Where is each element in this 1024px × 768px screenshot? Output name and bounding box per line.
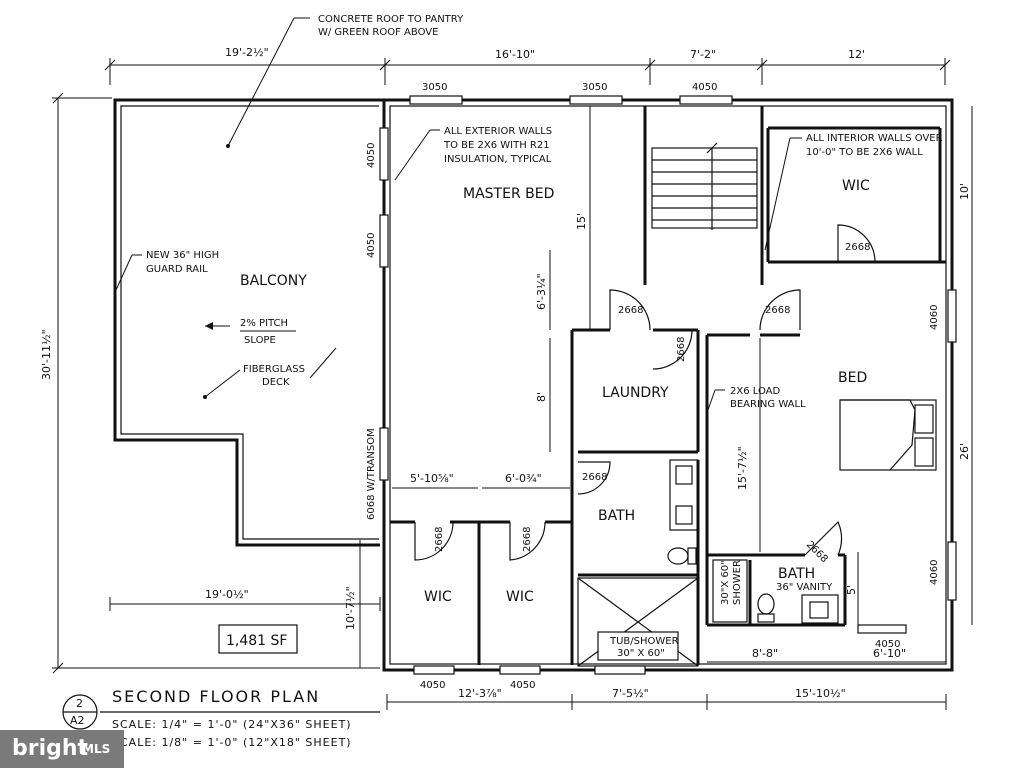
window-label: 4050 [420, 680, 445, 691]
dim-bot-3: 15'-10½" [795, 687, 846, 700]
window-label: 4050 [366, 233, 377, 258]
window-label: 3050 [422, 82, 447, 93]
room-master-bed: MASTER BED [463, 186, 554, 202]
dim-right-6: 6'-10" [873, 647, 906, 660]
dim-wic-w2: 6'-0¾" [505, 472, 542, 485]
note-pitch: 2% PITCH [240, 318, 288, 329]
room-wic-mid: WIC [506, 589, 534, 605]
balcony-outline [113, 98, 385, 547]
note-deck-1: FIBERGLASS [243, 364, 305, 375]
dim-top-3: 7'-2" [690, 48, 716, 61]
badge-top: 2 [76, 697, 83, 710]
window-label: 4050 [366, 143, 377, 168]
dim-balcony-bottom: 19'-0½" [205, 588, 249, 601]
scale-line-2: SCALE: 1/8" = 1'-0" (12"X18" SHEET) [112, 736, 352, 749]
dim-wic-w1: 5'-10⅝" [410, 472, 454, 485]
room-wic-top: WIC [842, 178, 870, 194]
dim-balcony-depth: 10'-7½" [344, 586, 357, 630]
tub-label-2: 30" X 60" [617, 648, 665, 659]
bath-vanity-label: 36" VANITY [776, 582, 833, 593]
dim-laundry-8: 8' [535, 392, 548, 402]
bath-sinks [667, 459, 699, 565]
transom-label: 6068 W/TRANSOM [366, 428, 377, 520]
windows [379, 95, 957, 675]
interior-walls [390, 106, 946, 665]
window-label: 4050 [510, 680, 535, 691]
shower-label-1: 30"X 60" [720, 560, 731, 605]
door-label: 2668 [522, 527, 533, 552]
note-int-2: 10'-0" TO BE 2X6 WALL [806, 147, 923, 158]
scale-line-1: SCALE: 1/4" = 1'-0" (24"X36" SHEET) [112, 718, 352, 731]
note-ext-2: TO BE 2X6 WITH R21 [443, 140, 550, 151]
window-label: 4050 [875, 639, 900, 650]
note-ext-3: INSULATION, TYPICAL [444, 154, 552, 165]
dim-hall-6: 6'-3¼" [535, 273, 548, 310]
room-wic-left: WIC [424, 589, 452, 605]
area-label: 1,481 SF [226, 633, 287, 649]
badge-bottom: A2 [70, 714, 85, 727]
note-load-2: BEARING WALL [730, 399, 806, 410]
exterior-walls [382, 98, 954, 672]
note-concrete-1: CONCRETE ROOF TO PANTRY [318, 14, 464, 25]
door-label: 2668 [845, 242, 870, 253]
dim-top-4: 12' [848, 48, 865, 61]
dim-wic-10: 10' [958, 183, 971, 200]
room-laundry: LAUNDRY [602, 385, 669, 401]
note-rail-1: NEW 36" HIGH [146, 250, 219, 261]
watermark-suffix: MLS [82, 742, 111, 756]
note-ext-1: ALL EXTERIOR WALLS [444, 126, 552, 137]
room-bed: BED [838, 370, 867, 386]
bed-furniture [839, 399, 937, 471]
note-load-1: 2X6 LOAD [730, 386, 781, 397]
room-bath-center: BATH [598, 508, 635, 524]
dim-left-total: 30'-11½" [40, 329, 53, 380]
left-dimension-line [52, 92, 380, 674]
dim-bath-8: 8'-8" [752, 647, 778, 660]
door-label: 2668 [434, 527, 445, 552]
dim-bed-26: 26' [958, 443, 971, 460]
plan-title: SECOND FLOOR PLAN [112, 687, 320, 706]
window-label: 3050 [582, 82, 607, 93]
window-label: 4060 [929, 560, 940, 585]
dim-bed-15: 15'-7½" [736, 446, 749, 490]
dim-top-2: 16'-10" [495, 48, 535, 61]
dim-bot-2: 7'-5½" [612, 687, 649, 700]
mls-watermark: bright MLS [0, 730, 124, 768]
dim-bath-5: 5' [845, 585, 858, 595]
door-label: 2668 [618, 305, 643, 316]
small-bath-fixtures [712, 559, 839, 624]
tub-label-1: TUB/SHOWER [609, 636, 679, 647]
door-swings [414, 224, 876, 561]
dim-master-15: 15' [575, 213, 588, 230]
note-rail-2: GUARD RAIL [146, 264, 208, 275]
room-bath-small: BATH [778, 566, 815, 582]
note-deck-2: DECK [262, 377, 290, 388]
title-badge [62, 694, 98, 730]
note-concrete-2: W/ GREEN ROOF ABOVE [318, 27, 438, 38]
door-label: 2668 [676, 337, 687, 362]
top-dimension-lines [104, 58, 951, 85]
door-label: 2668 [582, 472, 607, 483]
watermark-brand: bright [12, 736, 89, 761]
door-label: 2668 [765, 305, 790, 316]
room-balcony: BALCONY [240, 273, 307, 289]
window-label: 4050 [692, 82, 717, 93]
shower-label-2: SHOWER [732, 560, 743, 605]
note-slope: SLOPE [244, 335, 276, 346]
dim-top-1: 19'-2½" [225, 46, 269, 59]
note-int-1: ALL INTERIOR WALLS OVER [806, 133, 943, 144]
dim-bot-1: 12'-3⅞" [458, 687, 502, 700]
interior-dimensions [386, 106, 973, 710]
window-label: 4060 [929, 305, 940, 330]
